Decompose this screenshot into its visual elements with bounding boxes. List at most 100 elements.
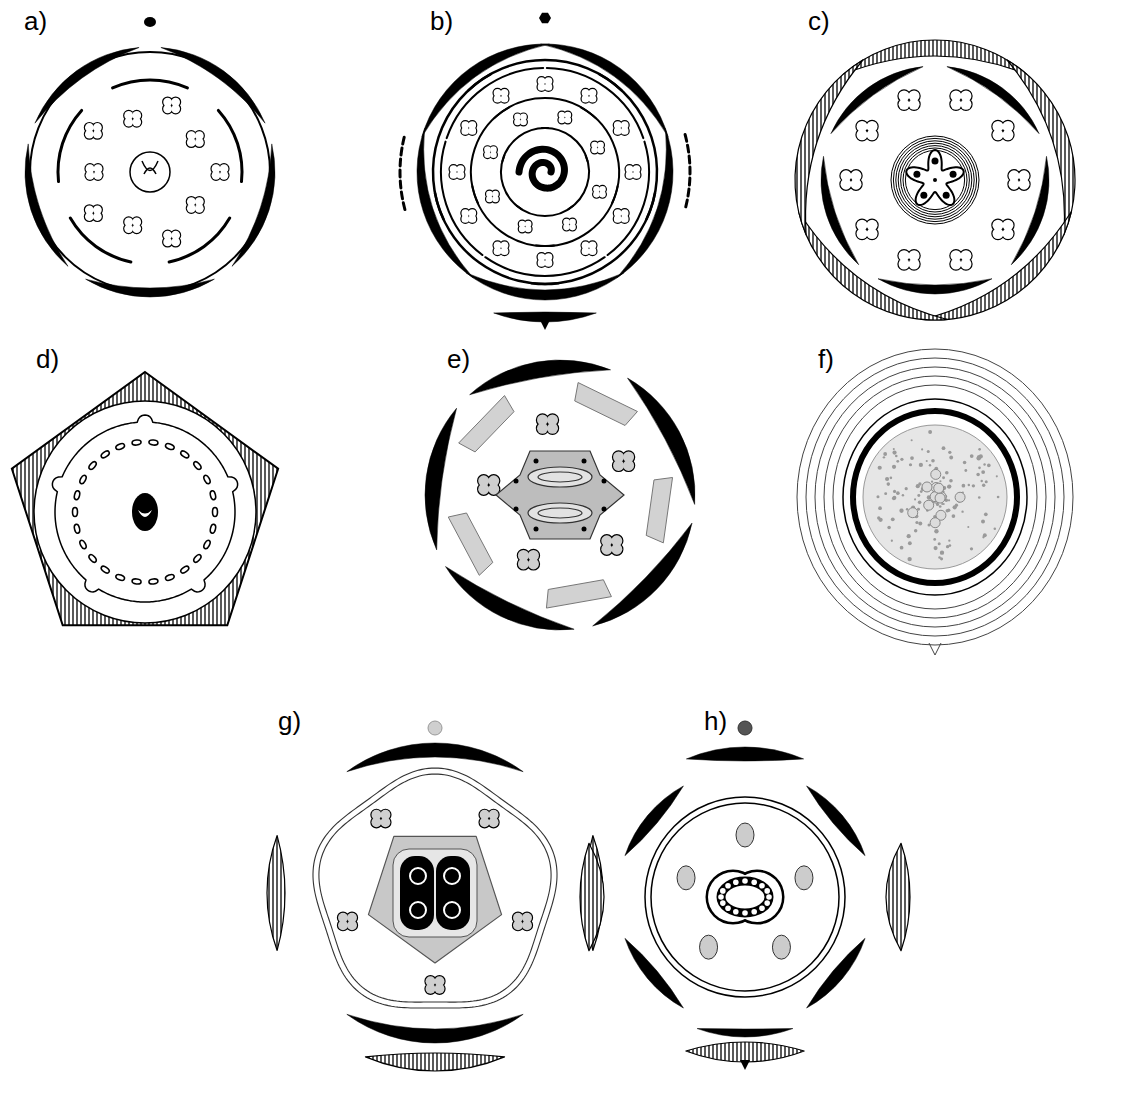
bracteole xyxy=(400,134,405,209)
floret-dot xyxy=(981,520,985,524)
stamen xyxy=(563,219,576,231)
bracteole xyxy=(685,134,690,209)
anther-outline xyxy=(501,247,509,255)
anther-lobe xyxy=(490,151,497,158)
spathe-layer xyxy=(806,358,1064,636)
stamen xyxy=(614,209,629,223)
anther-outline xyxy=(501,95,509,103)
sepal xyxy=(86,279,215,297)
petal xyxy=(575,383,638,426)
anther-outline xyxy=(522,920,532,930)
stamen xyxy=(88,553,98,563)
anther-outline xyxy=(371,817,381,827)
floret-dot xyxy=(911,439,913,441)
anther-outline xyxy=(857,129,868,140)
stamen xyxy=(841,170,862,189)
stamen xyxy=(519,221,532,233)
anther-lobe xyxy=(195,204,204,213)
floret-dot xyxy=(918,501,922,505)
calyx-lobe xyxy=(886,843,910,950)
corolla xyxy=(645,797,845,997)
ovary-centre xyxy=(933,178,937,182)
stamen xyxy=(950,250,971,269)
anther-outline xyxy=(582,247,590,255)
anther-outline xyxy=(614,215,622,223)
anther-lobe xyxy=(593,191,600,198)
anther-lobe xyxy=(461,215,469,223)
petal xyxy=(113,80,188,88)
anther-lobe xyxy=(124,224,133,233)
anther-lobe xyxy=(93,130,102,139)
anther-lobe xyxy=(501,247,509,255)
stamen xyxy=(203,474,212,484)
stamen xyxy=(591,142,604,154)
perianth-outline xyxy=(34,401,256,623)
ovule xyxy=(759,906,765,912)
anther-lobe xyxy=(457,171,465,179)
stamen xyxy=(513,913,532,930)
anther-lobe xyxy=(582,95,590,103)
placenta-ring xyxy=(721,881,769,913)
ovule xyxy=(742,878,748,884)
stamen xyxy=(601,535,622,554)
floret-dot xyxy=(893,496,897,500)
stamen xyxy=(115,443,125,451)
anther-lobe xyxy=(492,196,499,203)
bract-dot xyxy=(144,17,156,27)
anther-outline xyxy=(599,191,606,198)
anther-lobe xyxy=(960,259,971,270)
floret-dot xyxy=(982,483,985,486)
anther-lobe xyxy=(614,127,622,135)
stamen xyxy=(79,474,88,484)
stamen xyxy=(163,231,180,247)
anther-lobe xyxy=(563,224,570,231)
floret-dot xyxy=(939,505,942,508)
floret-dot xyxy=(968,484,970,486)
petal xyxy=(448,513,493,575)
anther-outline xyxy=(494,95,502,103)
stamen xyxy=(180,565,190,574)
anther-lobe xyxy=(528,558,539,569)
anther-lobe xyxy=(569,224,576,231)
panel-letter: c) xyxy=(806,6,832,36)
anther-outline xyxy=(621,215,629,223)
anther-lobe xyxy=(212,171,221,180)
floret-dot xyxy=(980,480,982,482)
anther-outline xyxy=(124,118,133,127)
bracteole xyxy=(267,836,285,951)
vascular-dot xyxy=(582,527,587,532)
anther-lobe xyxy=(480,817,490,827)
anther-outline xyxy=(591,147,598,154)
anther-lobe xyxy=(520,119,527,126)
floret-dot xyxy=(978,448,981,451)
anther-outline xyxy=(525,226,532,233)
panel-letter: a) xyxy=(22,6,49,36)
floret-dot xyxy=(976,473,980,477)
anther-outline xyxy=(461,127,469,135)
petal xyxy=(531,193,655,284)
sepal xyxy=(347,1014,523,1043)
ovule xyxy=(932,158,939,165)
floret-dot xyxy=(907,534,911,538)
stamen xyxy=(371,810,390,827)
stamen xyxy=(115,574,125,582)
ovule xyxy=(742,910,748,916)
anther-outline xyxy=(569,224,576,231)
stamen xyxy=(86,164,103,180)
floret-dot xyxy=(945,471,949,475)
stamen xyxy=(538,253,553,267)
anther-outline xyxy=(1002,228,1013,239)
sepal xyxy=(843,40,1027,74)
anther-outline xyxy=(480,817,490,827)
anther-outline xyxy=(545,259,553,267)
ovule xyxy=(950,171,957,178)
stamen xyxy=(613,451,634,470)
anther-outline xyxy=(613,460,624,471)
stamen xyxy=(193,461,203,471)
anther-lobe xyxy=(565,117,572,124)
stamen xyxy=(132,578,142,584)
anther-outline xyxy=(899,99,910,110)
stamen xyxy=(163,98,180,114)
anther-lobe xyxy=(489,817,499,827)
ovule xyxy=(759,883,765,889)
